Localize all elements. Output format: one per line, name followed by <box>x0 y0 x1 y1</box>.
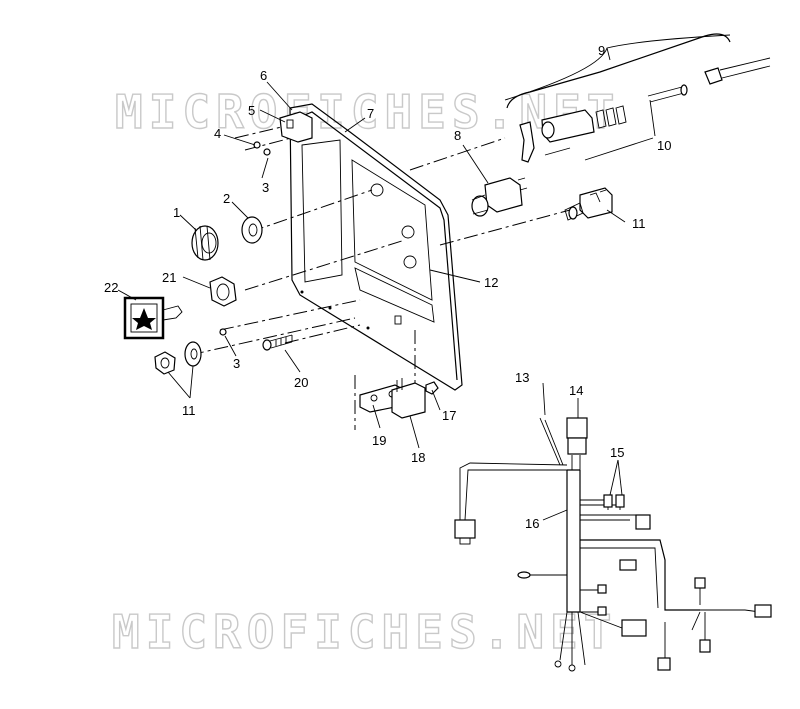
callout-14: 14 <box>569 383 583 398</box>
callout-3-upper: 3 <box>262 180 269 195</box>
ignition-switch <box>471 177 528 217</box>
assembly-center-lines <box>189 124 571 430</box>
callout-18: 18 <box>411 450 425 465</box>
ignition-key <box>123 296 183 340</box>
watermark-bottom: MICROFICHES.NET <box>112 605 617 659</box>
callout-12: 12 <box>484 275 498 290</box>
knurled-nut <box>191 225 219 261</box>
hex-nut <box>209 276 237 307</box>
callout-6: 6 <box>260 68 267 83</box>
callout-3-lower: 3 <box>233 356 240 371</box>
leader-lines <box>117 34 731 521</box>
callout-11-left: 11 <box>182 403 196 418</box>
callout-1: 1 <box>173 205 180 220</box>
callout-21: 21 <box>162 270 176 285</box>
callout-2: 2 <box>223 191 230 206</box>
bottom-clamp <box>359 378 439 419</box>
callout-labels: 1 2 3 3 4 5 6 7 8 9 10 11 11 12 13 14 15… <box>104 43 671 531</box>
callout-16: 16 <box>525 516 539 531</box>
toggle-switch <box>564 187 613 221</box>
callout-4: 4 <box>214 126 221 141</box>
callout-17: 17 <box>442 408 456 423</box>
callout-11-right: 11 <box>632 216 646 231</box>
callout-5: 5 <box>248 103 255 118</box>
small-screws <box>219 141 271 336</box>
mount-bracket <box>279 111 313 143</box>
bolt <box>262 334 293 351</box>
dash-panel <box>289 103 463 391</box>
callout-22: 22 <box>104 280 118 295</box>
choke-cable-assembly <box>506 33 771 163</box>
wiring-harness <box>454 417 772 672</box>
callout-8: 8 <box>454 128 461 143</box>
callout-20: 20 <box>294 375 308 390</box>
switch-nut-washer <box>154 341 202 375</box>
washer <box>241 216 263 244</box>
callout-7: 7 <box>367 106 374 121</box>
callout-15: 15 <box>610 445 624 460</box>
callout-10: 10 <box>657 138 671 153</box>
callout-13: 13 <box>515 370 529 385</box>
callout-19: 19 <box>372 433 386 448</box>
callout-9: 9 <box>598 43 605 58</box>
